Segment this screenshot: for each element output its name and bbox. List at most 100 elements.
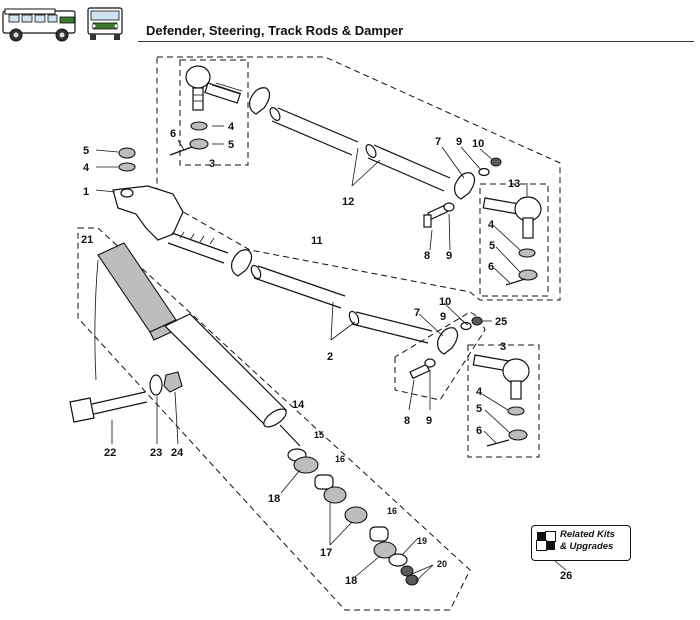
washer-part-9-lower [460, 321, 472, 331]
track-rod-upper-right-section [365, 144, 451, 192]
callout-10-upper: 10 [472, 138, 484, 150]
bush-part-17-lower [344, 506, 368, 524]
washer-part-4-lower-right [507, 406, 525, 416]
tie-rod-end-upper-left[interactable] [185, 65, 243, 111]
callout-9-upper: 9 [456, 136, 462, 148]
callout-10-lower: 10 [439, 296, 451, 308]
related-kits-button[interactable]: Related Kits & Upgrades [531, 525, 631, 561]
callout-17: 17 [320, 547, 332, 559]
callout-19: 19 [417, 536, 427, 546]
callout-25: 25 [495, 316, 507, 328]
callout-4-lower-right: 4 [476, 386, 483, 398]
land-rover-front-icon[interactable] [87, 7, 123, 40]
callout-3-top: 3 [209, 158, 215, 170]
nut-part-10-upper [490, 157, 502, 167]
callout-4-left: 4 [83, 162, 90, 174]
nut-part-5-left [118, 147, 136, 159]
leader-lines [95, 125, 567, 582]
callout-12: 12 [342, 196, 354, 208]
bush-part-16-lower [369, 526, 389, 542]
nut-part-24 [163, 371, 183, 393]
header-divider [138, 41, 694, 42]
drop-arm-eye [120, 188, 134, 198]
callout-5-top: 5 [228, 139, 234, 151]
bolt-part-8-lower [409, 363, 431, 380]
callout-labels: 5 4 1 6 4 5 3 12 7 9 10 13 4 5 6 11 8 9 … [81, 121, 572, 587]
callout-18-lower: 18 [345, 575, 357, 587]
castle-nut-part-5-top [189, 138, 209, 150]
callout-5-left: 5 [83, 145, 89, 157]
land-rover-side-icon[interactable] [2, 8, 76, 42]
washer-part-23 [149, 374, 163, 396]
washer-part-4-left [118, 162, 136, 172]
page-title: Defender, Steering, Track Rods & Damper [146, 23, 404, 38]
nut-part-10-lower [471, 316, 483, 326]
callout-7-lower: 7 [414, 307, 420, 319]
track-rod-assembly-boundary [156, 56, 561, 301]
callout-7-upper: 7 [435, 136, 441, 148]
callout-14: 14 [292, 399, 305, 411]
steering-damper[interactable] [94, 242, 301, 447]
washer-part-19 [388, 553, 408, 567]
callout-24: 24 [171, 447, 184, 459]
washer-part-9-lower-mid [424, 358, 436, 368]
steering-damper-boundary [77, 227, 471, 611]
washer-part-9-upper [478, 167, 490, 177]
bush-part-16-upper [314, 474, 334, 490]
drag-link-left-section [250, 264, 346, 309]
callout-1: 1 [83, 186, 89, 198]
callout-21: 21 [81, 234, 93, 246]
washer-part-4-upper-right [518, 248, 536, 258]
bush-part-18-lower [373, 541, 397, 559]
callout-8-lower: 8 [404, 415, 410, 427]
page-header: Defender, Steering, Track Rods & Damper [0, 0, 700, 44]
callout-9-lower-mid: 9 [426, 415, 432, 427]
callout-26: 26 [560, 570, 572, 582]
castle-nut-part-5-lower-right [508, 429, 528, 441]
tie-rod-end-box-top [179, 59, 249, 166]
callout-18-upper: 18 [268, 493, 280, 505]
clamp-upper-right [454, 172, 476, 200]
callout-9-lower: 9 [440, 311, 446, 323]
vehicle-thumbnails [2, 7, 123, 42]
related-kits-label: Related Kits & Upgrades [560, 529, 615, 552]
callout-23: 23 [150, 447, 162, 459]
bush-part-18-upper [293, 456, 319, 474]
callout-16-upper: 16 [335, 454, 345, 464]
callout-5-lower-right: 5 [476, 403, 482, 415]
callout-22: 22 [104, 447, 116, 459]
callout-13: 13 [508, 178, 520, 190]
clamp-upper-left [249, 87, 271, 115]
clamp-lower-left [231, 249, 253, 277]
callout-4-top: 4 [228, 121, 235, 133]
nut-part-20-b [405, 574, 419, 586]
bolt-head-part-8-upper [423, 214, 432, 228]
callout-6-lower-right: 6 [476, 425, 482, 437]
split-pin-part-6-lower-right [486, 439, 510, 447]
callout-6-upper-right: 6 [488, 261, 494, 273]
castle-nut-part-5-upper-right [518, 269, 538, 281]
callout-20: 20 [437, 559, 447, 569]
drag-link-right-section [348, 310, 433, 344]
tie-rod-end-lower-right[interactable] [472, 354, 530, 400]
bush-part-17-upper [323, 486, 347, 504]
washer-part-4-top [190, 121, 208, 131]
drop-arm [112, 185, 184, 241]
tie-rod-end-box-right-upper [479, 183, 549, 297]
callout-3-lower-right: 3 [500, 341, 506, 353]
callout-15: 15 [314, 430, 324, 440]
washer-part-9-mid [443, 202, 455, 212]
nut-part-20-a [400, 565, 414, 577]
callout-6-top: 6 [170, 128, 176, 140]
callout-4-upper-right: 4 [488, 219, 495, 231]
tie-rod-end-upper-right[interactable] [482, 196, 542, 239]
split-pin-part-6-top [169, 146, 193, 156]
tie-rod-end-box-right-lower [467, 344, 540, 458]
track-rod-upper-left-section [269, 107, 359, 156]
checker-logo-icon [536, 531, 556, 551]
drag-link-assembly-boundary [394, 311, 486, 401]
callout-8-upper: 8 [424, 250, 430, 262]
callout-2: 2 [327, 351, 333, 363]
split-pin-part-6-upper-right [505, 278, 526, 286]
